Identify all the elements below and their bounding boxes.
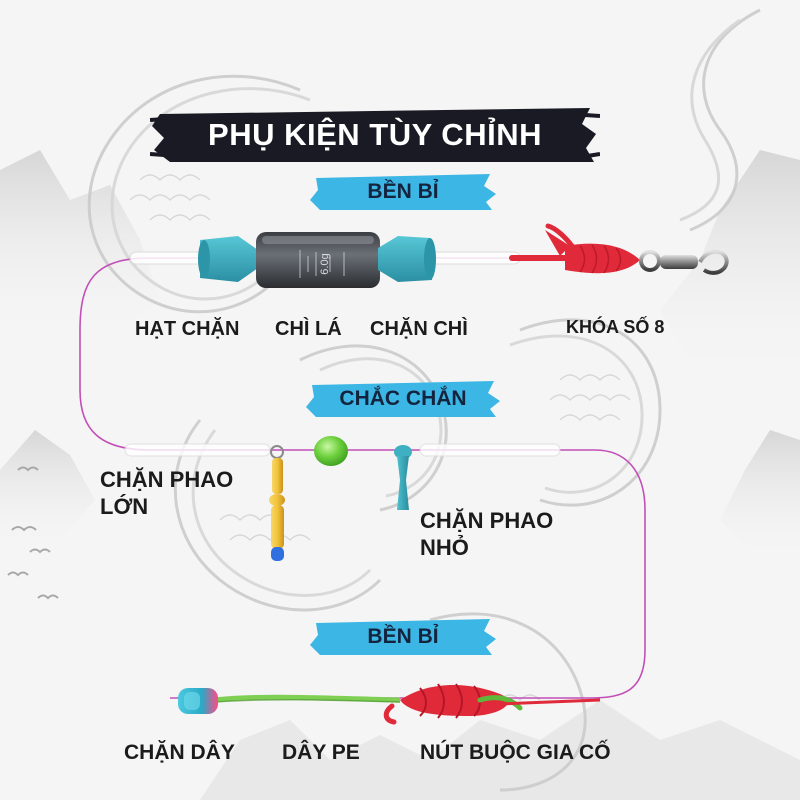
- brush-stroke: [150, 108, 600, 162]
- leaf-sinker: 6.0g: [256, 232, 380, 288]
- tag-sturdy: CHẮC CHẮN: [306, 379, 500, 419]
- label-swivel: KHÓA SỐ 8: [566, 317, 665, 337]
- pe-line: [214, 694, 401, 703]
- sinker-stopper: [378, 236, 436, 282]
- tube-mid-left: [124, 443, 271, 457]
- label-leaf-sinker: CHÌ LÁ: [275, 318, 342, 340]
- tag-sturdy-text: CHẮC CHẮN: [339, 387, 467, 410]
- label-bead-stopper: HẠT CHẶN: [135, 318, 240, 340]
- label-reinforced-knot: NÚT BUỘC GIA CỐ: [420, 741, 611, 764]
- mountain-right: [660, 150, 800, 380]
- mountain-left: [0, 150, 160, 340]
- label-large-float-stopper: CHẶN PHAO LỚN: [100, 467, 233, 521]
- label-large-float-line2: LỚN: [100, 493, 149, 519]
- label-line-stopper: CHẶN DÂY: [124, 741, 235, 764]
- label-small-float-line1: CHẶN PHAO: [420, 508, 554, 533]
- label-pe-line: DÂY PE: [282, 741, 360, 764]
- label-sinker-stopper: CHẶN CHÌ: [370, 318, 468, 340]
- small-float-stopper: [394, 445, 412, 510]
- reinforced-knot: [383, 683, 601, 725]
- birds: [7, 466, 59, 600]
- tag-durable-top-text: BỀN BỈ: [367, 180, 439, 203]
- swivel-clip: [509, 223, 729, 275]
- line-stopper: [178, 688, 218, 714]
- label-small-float-line2: NHỎ: [420, 534, 469, 560]
- green-bead: [314, 436, 348, 466]
- bead-stopper: [198, 236, 258, 282]
- mountain-left-2: [0, 430, 95, 550]
- large-float-stopper: [269, 445, 285, 561]
- tag-durable-top: BỀN BỈ: [310, 172, 496, 212]
- dragon-sketch: [87, 8, 761, 792]
- tube-mid-right: [419, 443, 561, 457]
- label-large-float-line1: CHẶN PHAO: [100, 467, 234, 492]
- tag-durable-bottom: BỀN BỈ: [310, 617, 496, 657]
- sinker-mark: 6.0g: [319, 253, 331, 274]
- mountain-right-2: [720, 430, 800, 560]
- title-banner: PHỤ KIỆN TÙY CHỈNH: [150, 104, 600, 166]
- mountain-bottom: [200, 700, 800, 800]
- label-small-float-stopper: CHẶN PHAO NHỎ: [420, 508, 553, 562]
- page-title: PHỤ KIỆN TÙY CHỈNH: [208, 117, 542, 152]
- tag-durable-bottom-text: BỀN BỈ: [367, 625, 439, 648]
